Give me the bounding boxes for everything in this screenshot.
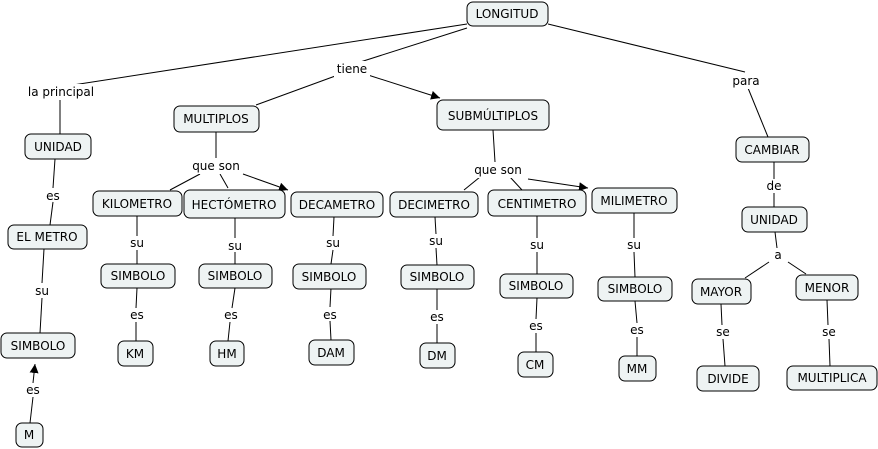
concept-divide[interactable]: DIVIDE — [696, 365, 760, 392]
concept-hm-label: HM — [217, 347, 236, 361]
concept-simbolo-m[interactable]: SIMBOLO — [0, 332, 76, 359]
link-su-hm: su — [228, 239, 242, 253]
concept-hectometro[interactable]: HECTÓMETRO — [183, 189, 286, 219]
concept-dm[interactable]: DM — [419, 342, 456, 369]
concept-simbolo-dam[interactable]: SIMBOLO — [292, 263, 367, 290]
concept-km-label: KM — [126, 347, 144, 361]
concept-decametro[interactable]: DECAMETRO — [290, 191, 384, 218]
concept-mayor-label: MAYOR — [700, 285, 742, 299]
concept-mayor[interactable]: MAYOR — [691, 278, 752, 305]
concept-unidad-cambio-label: UNIDAD — [750, 213, 798, 227]
link-se-menor: se — [822, 325, 836, 339]
concept-cambiar-label: CAMBIAR — [744, 143, 799, 157]
link-se-mayor: se — [716, 325, 730, 339]
link-es-m: es — [26, 383, 40, 397]
concept-simbolo-hm[interactable]: SIMBOLO — [198, 263, 273, 289]
link-su-metro: su — [35, 284, 49, 298]
link-su-cm: su — [530, 238, 544, 252]
concept-m[interactable]: M — [15, 422, 44, 448]
link-es-dam: es — [323, 308, 337, 322]
concept-menor-label: MENOR — [805, 281, 850, 295]
link-es-dm: es — [430, 310, 444, 324]
concept-kilometro-label: KILOMETRO — [102, 197, 172, 211]
concept-simbolo-mm[interactable]: SIMBOLO — [597, 276, 673, 302]
concept-simbolo-hm-label: SIMBOLO — [208, 269, 263, 283]
link-su-mm: su — [627, 238, 641, 252]
link-a: a — [774, 248, 781, 262]
concept-unidad-label: UNIDAD — [34, 140, 82, 154]
concept-kilometro[interactable]: KILOMETRO — [92, 190, 183, 217]
link-tiene: tiene — [337, 62, 367, 76]
link-que-son-multiplos: que son — [192, 159, 240, 173]
concept-cambiar[interactable]: CAMBIAR — [735, 136, 810, 163]
concept-el-metro[interactable]: EL METRO — [7, 224, 88, 250]
concept-hm[interactable]: HM — [209, 340, 245, 367]
link-para: para — [732, 74, 759, 88]
concept-decimetro-label: DECIMETRO — [398, 198, 470, 212]
concept-km[interactable]: KM — [117, 340, 154, 367]
concept-unidad[interactable]: UNIDAD — [24, 133, 92, 160]
concept-submultiplos-label: SUBMÚLTIPLOS — [448, 108, 538, 123]
link-es-unidad: es — [46, 189, 60, 203]
concept-simbolo-m-label: SIMBOLO — [11, 339, 66, 353]
concept-longitud[interactable]: LONGITUD — [466, 1, 549, 27]
concept-unidad-cambio[interactable]: UNIDAD — [741, 206, 808, 233]
concept-cm-label: CM — [526, 358, 545, 372]
concept-multiplos-label: MULTIPLOS — [183, 112, 249, 126]
link-su-dm: su — [429, 234, 443, 248]
concept-decametro-label: DECAMETRO — [299, 198, 375, 212]
concept-longitud-label: LONGITUD — [476, 7, 539, 21]
link-es-km: es — [130, 308, 144, 322]
concept-menor[interactable]: MENOR — [795, 274, 859, 301]
concept-milimetro-label: MILIMETRO — [600, 194, 667, 208]
concept-simbolo-cm-label: SIMBOLO — [509, 279, 564, 293]
concept-dam-label: DAM — [317, 346, 345, 360]
concept-simbolo-cm[interactable]: SIMBOLO — [499, 273, 574, 299]
linking-phrases: la principal tiene para es su es que son… — [26, 61, 836, 397]
concept-m-label: M — [24, 428, 34, 442]
concept-centimetro-label: CENTIMETRO — [498, 197, 577, 211]
link-su-km: su — [130, 236, 144, 250]
concept-hectometro-label: HECTÓMETRO — [192, 197, 277, 212]
concept-simbolo-dam-label: SIMBOLO — [302, 270, 357, 284]
concept-simbolo-mm-label: SIMBOLO — [608, 282, 663, 296]
concept-simbolo-km-label: SIMBOLO — [111, 269, 166, 283]
concept-dam[interactable]: DAM — [308, 339, 355, 366]
link-es-cm: es — [529, 319, 543, 333]
concept-multiplica-label: MULTIPLICA — [797, 371, 867, 385]
link-es-hm: es — [224, 308, 238, 322]
concept-milimetro[interactable]: MILIMETRO — [591, 187, 678, 214]
link-su-dam: su — [326, 236, 340, 250]
concept-el-metro-label: EL METRO — [16, 230, 77, 244]
concept-multiplos[interactable]: MULTIPLOS — [173, 105, 260, 133]
concept-mm-label: MM — [627, 362, 648, 376]
concept-cm[interactable]: CM — [517, 351, 554, 378]
link-de: de — [767, 179, 782, 193]
concept-simbolo-km[interactable]: SIMBOLO — [100, 263, 176, 289]
link-que-son-submultiplos: que son — [474, 163, 522, 177]
concept-simbolo-dm[interactable]: SIMBOLO — [400, 264, 475, 290]
concept-submultiplos[interactable]: SUBMÚLTIPLOS — [436, 99, 550, 131]
concept-divide-label: DIVIDE — [707, 372, 748, 386]
link-es-mm: es — [630, 323, 644, 337]
link-la-principal: la principal — [28, 85, 94, 99]
concept-decimetro[interactable]: DECIMETRO — [389, 191, 479, 218]
concept-mm[interactable]: MM — [618, 355, 657, 382]
concept-dm-label: DM — [427, 349, 447, 363]
concept-multiplica[interactable]: MULTIPLICA — [786, 365, 878, 391]
connector-lines — [29, 23, 831, 424]
concept-centimetro[interactable]: CENTIMETRO — [487, 189, 587, 217]
concept-simbolo-dm-label: SIMBOLO — [410, 270, 465, 284]
